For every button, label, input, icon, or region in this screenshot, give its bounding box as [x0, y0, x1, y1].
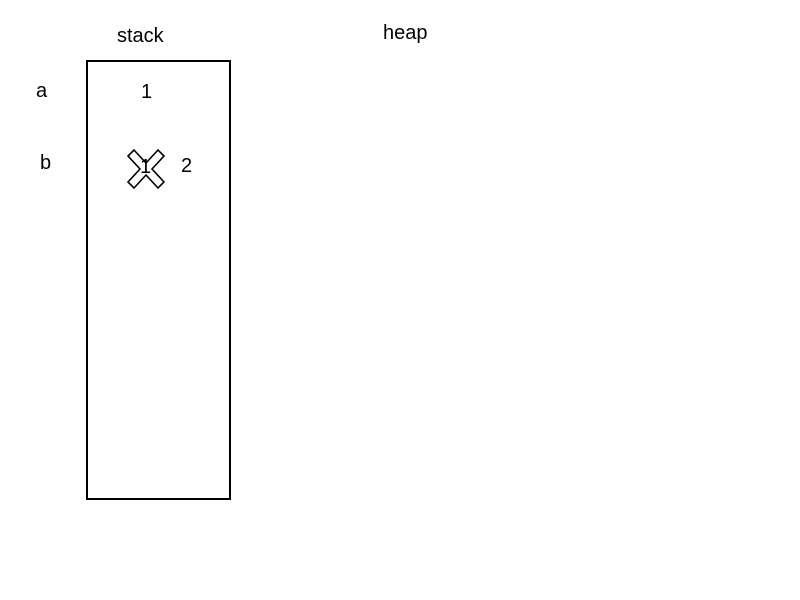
variable-b-new-value: 2: [181, 155, 193, 177]
heap-title: heap: [383, 22, 428, 44]
variable-b-name: b: [40, 152, 52, 174]
variable-a-name: a: [36, 80, 48, 102]
stack-title: stack: [117, 25, 164, 47]
variable-b-old-value-struck: 1: [126, 148, 166, 190]
variable-b-old-value: 1: [140, 156, 152, 178]
variable-a-value: 1: [141, 81, 153, 103]
cross-out-icon: [126, 148, 166, 190]
stack-frame: [86, 60, 231, 500]
